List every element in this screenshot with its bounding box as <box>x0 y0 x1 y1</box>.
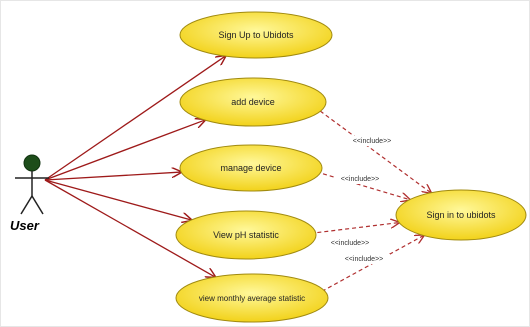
use-case-label: add device <box>231 97 275 107</box>
use-case-ellipse <box>179 11 333 59</box>
use-case-view-ph-statistic: View pH statistic <box>175 210 317 260</box>
association-view-monthly-average-statistic <box>44 179 215 277</box>
include-label: <<include>> <box>345 256 384 263</box>
use-case-label: manage device <box>220 163 281 173</box>
use-case-manage-device: manage device <box>179 144 323 192</box>
include-line-add-device <box>319 110 431 193</box>
use-case-ellipse <box>179 144 323 192</box>
actor-head <box>23 154 41 172</box>
use-case-label: view monthly average statistic <box>199 294 305 303</box>
use-case-ellipse <box>179 77 327 127</box>
include-line-view-ph-statistic <box>310 223 399 234</box>
actor-right-leg <box>31 195 44 215</box>
association-lines <box>44 56 225 277</box>
association-sign-up-to-ubidots <box>44 56 225 181</box>
actor-user <box>15 154 49 215</box>
include-label: <<include>> <box>331 240 370 247</box>
association-view-ph-statistic <box>44 179 191 220</box>
use-case-ellipse <box>175 273 329 323</box>
use-case-add-device: add device <box>179 77 327 127</box>
use-case-label: Sign Up to Ubidots <box>218 30 294 40</box>
use-case-ellipse <box>395 189 527 241</box>
use-case-sign-in-to-ubidots: Sign in to ubidots <box>395 189 527 241</box>
use-case-ellipse <box>175 210 317 260</box>
association-add-device <box>44 120 205 181</box>
use-cases: Sign Up to Ubidots add device manage devic… <box>175 11 527 323</box>
include-label-bg <box>338 254 390 264</box>
association-manage-device <box>44 172 181 181</box>
include-label-bg <box>324 238 376 248</box>
include-lines: <<include>> <<include>> <<include>> <<inclu… <box>310 110 431 292</box>
include-line-manage-device <box>316 171 409 200</box>
use-case-label: Sign in to ubidots <box>426 210 496 220</box>
use-case-view-monthly-average-statistic: view monthly average statistic <box>175 273 329 323</box>
actor-left-leg <box>20 195 33 215</box>
use-case-label: View pH statistic <box>213 230 279 240</box>
include-label: <<include>> <box>341 176 380 183</box>
include-label-bg <box>334 174 386 184</box>
include-label-bg <box>346 136 398 146</box>
use-case-sign-up-to-ubidots: Sign Up to Ubidots <box>179 11 333 59</box>
actor-name: User <box>10 218 39 233</box>
include-label: <<include>> <box>353 138 392 145</box>
